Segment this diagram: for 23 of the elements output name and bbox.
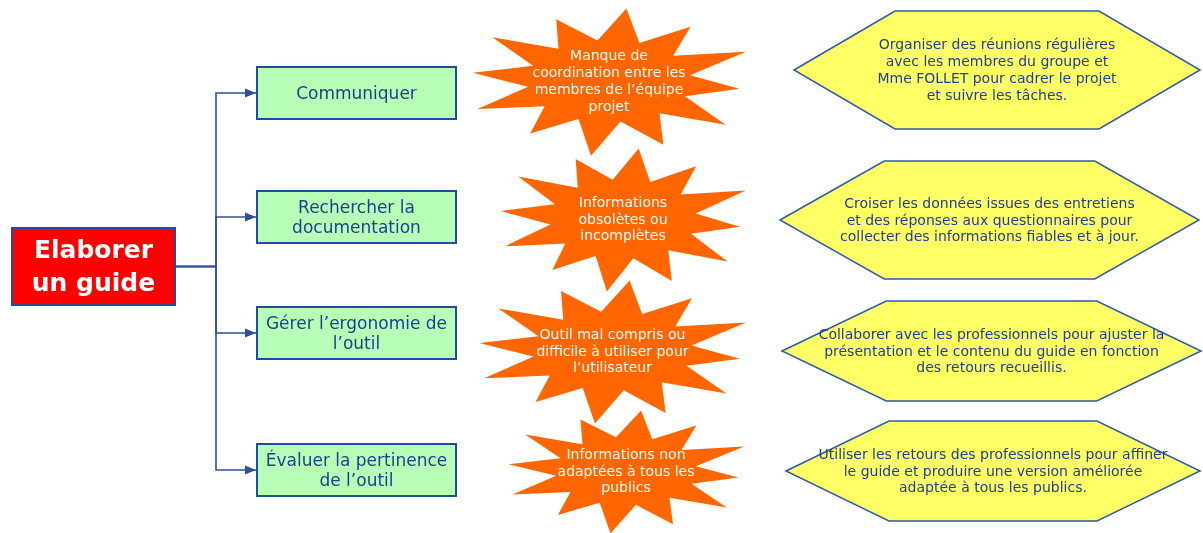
solution-hexagon	[781, 300, 1202, 402]
action-box	[256, 443, 457, 497]
goal-box	[11, 227, 176, 306]
node-text: Utiliser les retours des professionnels pour affiner le guide et produire une version améliorée adaptée à tous les publics.	[817, 445, 1169, 497]
node-text: Outil mal compris ou difficile à utiliser pour l’utilisateur	[535, 325, 690, 377]
node-text: Organiser des réunions régulières avec les membres du groupe et Mme FOLLET pour cadrer le projet et suivre les tâches.	[876, 36, 1118, 104]
action-box	[256, 306, 457, 360]
node-text: Informations obsolètes ou incomplètes	[577, 193, 669, 245]
action-box	[256, 190, 457, 244]
solution-hexagon	[793, 10, 1201, 130]
node-text: Communiquer	[296, 82, 417, 104]
node-text: Collaborer avec les professionnels pour ajuster la présentation et le contenu du guide en fonction des retours recueillis.	[817, 325, 1166, 377]
node-text: Elaborer un guide	[30, 234, 157, 299]
node-text: Gérer l’ergonomie de l’outil	[264, 312, 449, 354]
node-text: Informations non adaptées à tous les publics	[556, 445, 696, 497]
solution-hexagon	[779, 160, 1200, 280]
node-text: Manque de coordination entre les membres de l’équipe projet	[531, 47, 687, 115]
node-text: Évaluer la pertinence de l’outil	[264, 449, 449, 491]
action-box	[256, 66, 457, 120]
solution-hexagon	[785, 420, 1201, 522]
connector-arrow	[175, 265, 257, 475]
node-text: Croiser les données issues des entretiens et des réponses aux questionnaires pour collecter des informations fiables et à jour.	[839, 194, 1140, 246]
node-text: Rechercher la documentation	[291, 196, 422, 238]
